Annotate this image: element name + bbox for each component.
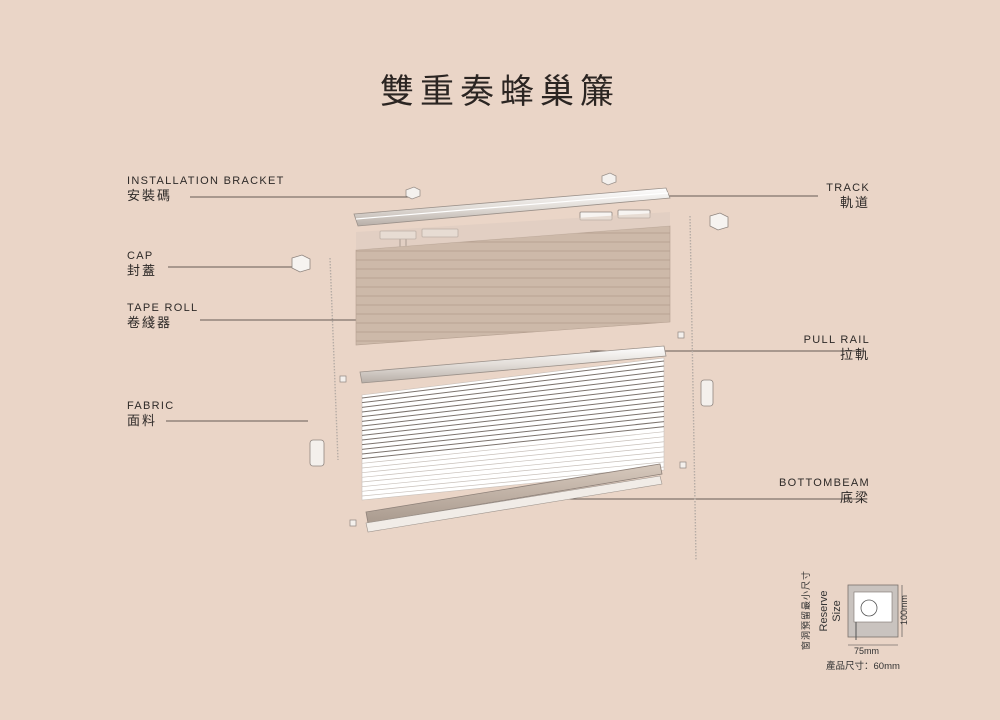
- cap-right-icon: [709, 212, 729, 231]
- fabric-pleat-line: [361, 421, 665, 455]
- bottom-beam: [365, 463, 663, 533]
- page-title: 雙重奏蜂巢簾: [380, 72, 620, 112]
- fabric-pleat-line: [361, 380, 665, 418]
- fabric-pleat-line: [361, 375, 665, 413]
- fabric-pleat-line: [361, 370, 665, 408]
- label-bottombeam: BOTTOMBEAM 底梁: [778, 477, 870, 506]
- label-pull-rail: PULL RAIL 拉軌: [803, 334, 870, 363]
- cord-left: [329, 257, 339, 461]
- label-installation-bracket: INSTALLATION BRACKET 安裝碼: [127, 175, 285, 204]
- reserve-size-en-1: Reserve: [818, 590, 830, 632]
- label-fabric: FABRIC 面料: [127, 400, 175, 429]
- label-cap: CAP 封蓋: [127, 250, 158, 279]
- product-size: 產品尺寸：60mm: [826, 661, 900, 672]
- fabric-pleat-line: [361, 395, 665, 432]
- handle-left-icon: [309, 439, 325, 467]
- fabric-pleat-line: [361, 441, 665, 474]
- dim-width: 75mm: [854, 646, 880, 656]
- fabric-pleat-line: [361, 456, 665, 488]
- label-track: TRACK 軌道: [826, 182, 870, 211]
- fabric-pleat-line: [361, 385, 665, 422]
- cord-right: [689, 215, 697, 561]
- fabric-pleat-line: [361, 461, 665, 492]
- reserve-size-zh: 窗洞預留最小尺寸: [801, 570, 811, 651]
- reserve-size-en-2: Size: [831, 600, 843, 622]
- cap-left-icon: [291, 254, 311, 273]
- fabric-bottom-panel: [361, 357, 665, 501]
- small-fittings: [339, 331, 687, 527]
- pull-rail: [359, 345, 667, 384]
- fabric-pleat-line: [361, 446, 665, 478]
- reserve-size-detail: [847, 584, 903, 646]
- dim-height: 100mm: [899, 595, 909, 626]
- track-rail: [353, 187, 671, 227]
- fabric-pleat-line: [361, 431, 665, 464]
- fabric-pleat-line: [361, 436, 665, 469]
- fabric-pleat-line: [361, 410, 665, 446]
- fabric-pleat-line: [361, 360, 665, 399]
- installation-bracket-left-icon: [405, 186, 421, 200]
- fabric-pleat-line: [361, 390, 665, 427]
- label-tape-roll: TAPE ROLL 卷綫器: [127, 302, 199, 331]
- fabric-pleat-line: [361, 400, 665, 436]
- fabric-pleat-line: [361, 405, 665, 441]
- handle-right-icon: [700, 379, 714, 407]
- fabric-pleat-line: [361, 426, 665, 460]
- installation-bracket-right-icon: [601, 172, 617, 186]
- fabric-pleat-line: [361, 416, 665, 450]
- fabric-pleat-line: [361, 365, 665, 404]
- fabric-pleat-line: [361, 451, 665, 483]
- fabric-top-panel: [355, 212, 671, 346]
